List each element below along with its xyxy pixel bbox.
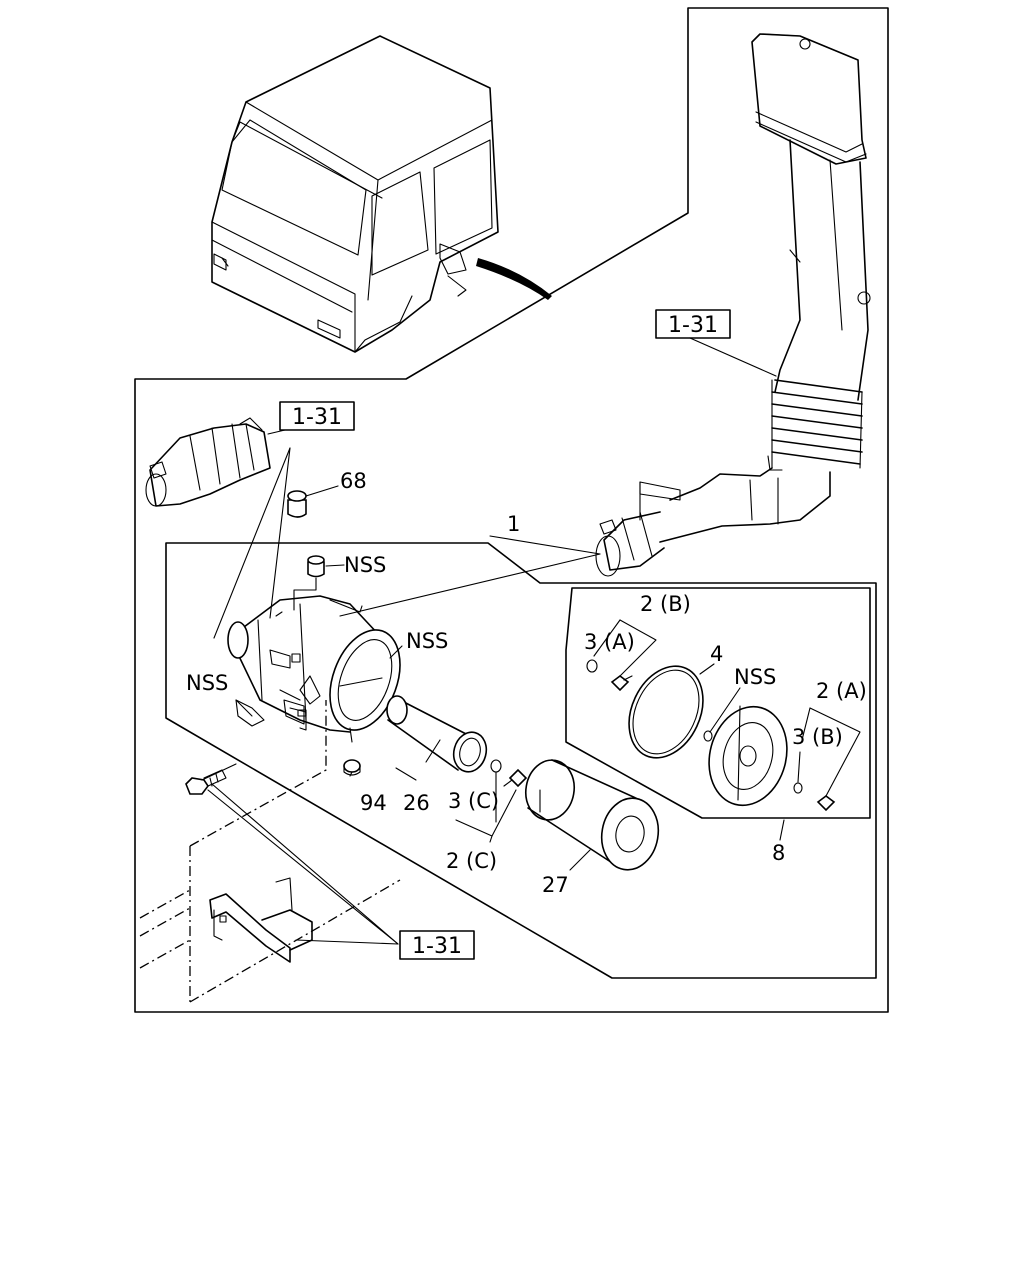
label-3c: 3 (C): [448, 789, 499, 813]
leader-lines: [201, 337, 861, 945]
label-2a: 2 (A): [816, 679, 867, 703]
label-8: 8: [772, 841, 785, 865]
label-2b: 2 (B): [640, 592, 691, 616]
label-4: 4: [710, 642, 723, 666]
reference-box-top: 1-31: [655, 309, 731, 339]
air-cleaner-body-illustration: [227, 595, 401, 733]
label-2c: 2 (C): [446, 849, 497, 873]
outer-filter-27-illustration: [524, 759, 660, 871]
drain-valve-94-illustration: [343, 727, 361, 776]
label-94: 94: [360, 791, 387, 815]
subassembly-8-frame: [565, 587, 871, 819]
label-nss-cap: NSS: [344, 553, 386, 577]
reference-box-bottom: 1-31: [399, 930, 475, 960]
truck-cab-illustration: [211, 35, 552, 353]
subassembly-contents-illustration: [586, 659, 836, 812]
wingnut-c-illustration: [490, 759, 528, 788]
label-1: 1: [507, 512, 520, 536]
label-26: 26: [403, 791, 430, 815]
reference-label-left: 1-31: [292, 405, 342, 430]
diagram-frame: [134, 7, 889, 1013]
label-3b: 3 (B): [792, 725, 843, 749]
label-27: 27: [542, 873, 569, 897]
label-nss-body: NSS: [406, 629, 448, 653]
inlet-hose-illustration: [145, 417, 271, 507]
assembly-frame-lines: [165, 542, 877, 979]
label-3a: 3 (A): [584, 630, 635, 654]
nss-cap-illustration: [293, 555, 325, 611]
label-nss-left: NSS: [186, 671, 228, 695]
reference-label-top: 1-31: [668, 313, 718, 338]
bolt-illustration: [185, 769, 227, 795]
cap-68-illustration: [287, 490, 307, 518]
inner-filter-26-illustration: [386, 695, 488, 773]
reference-label-bottom: 1-31: [412, 934, 462, 959]
label-nss-cover: NSS: [734, 665, 776, 689]
intake-snorkel-illustration: [595, 33, 871, 577]
reference-box-left: 1-31: [279, 401, 355, 431]
frame-bracket-illustration: [139, 700, 401, 1003]
label-68: 68: [340, 469, 367, 493]
